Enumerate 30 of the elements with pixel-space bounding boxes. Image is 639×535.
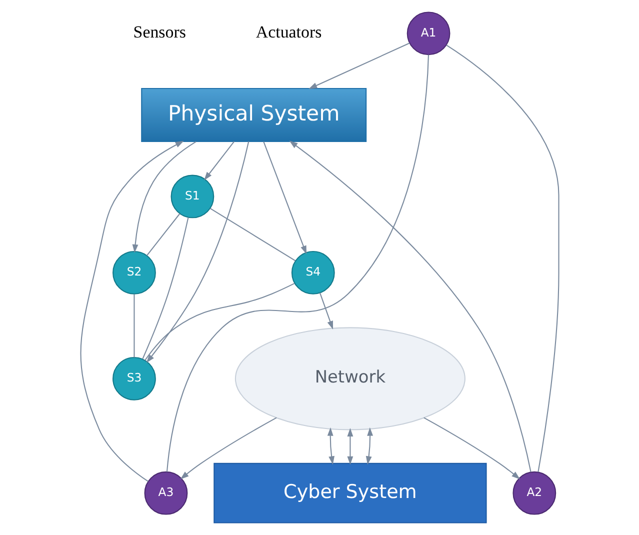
arrow — [180, 417, 277, 480]
connector — [134, 294, 135, 358]
node-circle: S3 — [112, 356, 156, 400]
arrow — [146, 141, 250, 363]
node-circle: A1 — [406, 12, 450, 56]
arrow — [327, 427, 334, 465]
connector — [446, 44, 560, 472]
node-ellipse: Network — [234, 327, 466, 430]
node-box: Physical System — [141, 88, 367, 142]
arrow — [347, 428, 354, 465]
node-circle: S2 — [112, 251, 156, 294]
arrow — [132, 141, 196, 253]
arrow — [308, 42, 410, 90]
arrow — [204, 141, 234, 180]
node-box: Cyber System — [214, 462, 487, 524]
arrow — [289, 140, 532, 472]
label: Sensors — [133, 22, 186, 42]
arrow — [263, 142, 307, 254]
label: Actuators — [256, 22, 322, 42]
arrow — [366, 427, 374, 465]
node-circle: S4 — [291, 251, 335, 294]
connector — [142, 217, 189, 360]
node-circle: S1 — [170, 174, 214, 218]
connector — [210, 208, 296, 262]
connector — [166, 54, 430, 472]
arrow — [319, 292, 334, 330]
arrow — [424, 417, 520, 480]
connector — [144, 282, 295, 361]
arrow — [80, 140, 184, 482]
connector — [146, 213, 180, 256]
